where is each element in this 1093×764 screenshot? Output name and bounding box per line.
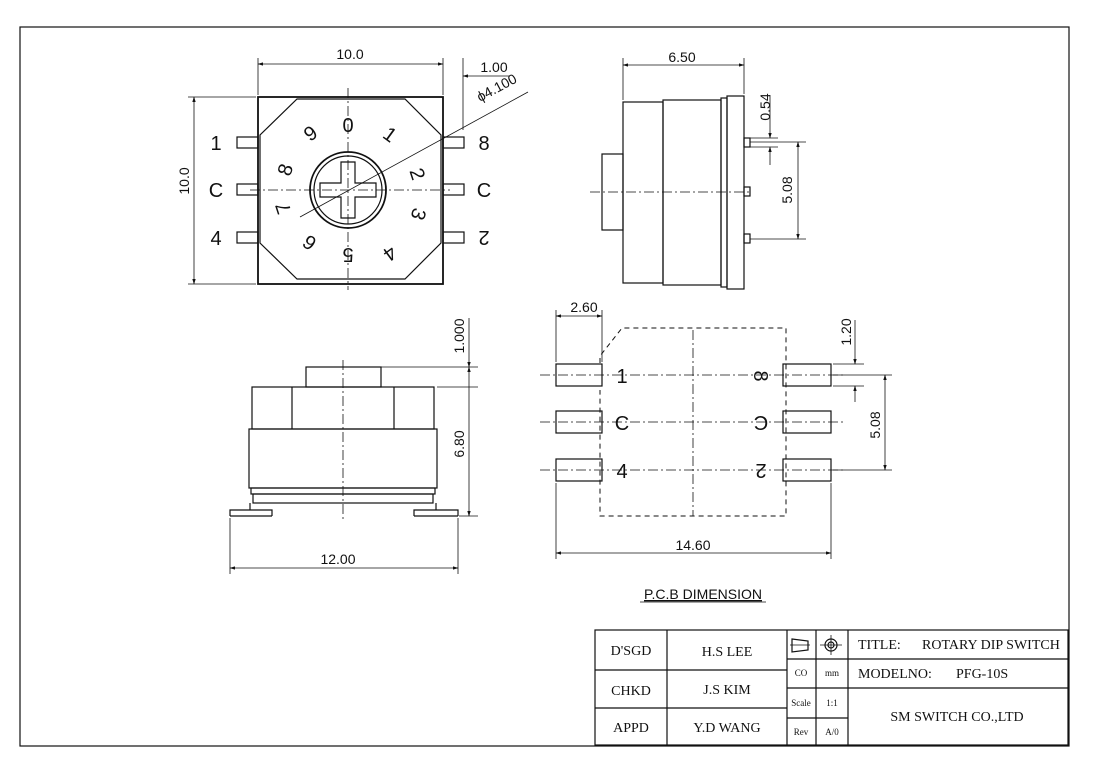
pin-label-right-3: 2: [478, 226, 489, 248]
dim-pcb-width: 14.60: [675, 537, 710, 553]
pin-left-c: [236, 183, 259, 196]
pcb-pad-right-3: [782, 458, 832, 482]
dim-top-offset: 1.00: [480, 59, 507, 75]
dial-number-2: 2: [405, 165, 429, 182]
dial-circle: [309, 151, 387, 229]
dim-side-top: 0.54: [757, 93, 773, 120]
dial-number-5: 5: [342, 243, 353, 265]
dial-cross-slot: [319, 161, 377, 219]
dim-side-width: 6.50: [668, 49, 695, 65]
dim-top-width: 10.0: [336, 46, 363, 62]
pcb-view: 1 C 4 8 C 2 2.60 1.20 5.08 14.60 P.C.B D…: [540, 299, 892, 603]
pcb-label-left-1: 1: [616, 366, 627, 388]
approved-label: APPD: [613, 721, 649, 736]
dial-inner-circle: [313, 155, 383, 225]
designed-name: H.S LEE: [702, 645, 753, 660]
pcb-pad-left-1: [555, 363, 603, 387]
co-value: mm: [825, 668, 839, 678]
dim-top-height: 10.0: [176, 167, 192, 194]
pcb-label-left-3: 4: [616, 461, 627, 483]
scale-label: Scale: [791, 698, 811, 708]
rev-label: Rev: [794, 727, 809, 737]
pin-left-1: [236, 136, 259, 149]
title-block: D'SGD H.S LEE CHKD J.S KIM APPD Y.D WANG…: [594, 629, 1069, 746]
dim-front-width: 12.00: [320, 551, 355, 567]
approved-name: Y.D WANG: [693, 721, 760, 736]
dial-number-6: 6: [299, 230, 321, 254]
pcb-label-right-2: C: [754, 411, 768, 433]
front-view: 1.000 6.80 12.00: [229, 318, 478, 574]
front-lead-left: [229, 509, 273, 516]
scale-value: 1:1: [826, 698, 838, 708]
dia-leader: [299, 91, 529, 218]
dial-number-1: 1: [379, 123, 401, 147]
title-value: ROTARY DIP SWITCH: [922, 638, 1060, 653]
dial-number-9: 9: [300, 122, 322, 146]
side-pin-1: [743, 137, 751, 148]
pcb-pad-left-2: [555, 410, 603, 434]
pin-label-left-3: 4: [210, 228, 221, 250]
model-label: MODELNO:: [858, 667, 932, 682]
pcb-outline: [599, 327, 787, 517]
rev-value: A/0: [825, 727, 839, 737]
side-pin-3: [743, 233, 751, 244]
dim-front-top: 1.000: [451, 318, 467, 353]
front-lead-right: [413, 509, 459, 516]
dial-number-4: 4: [379, 241, 401, 265]
checked-label: CHKD: [611, 684, 651, 699]
dim-front-height: 6.80: [451, 430, 467, 457]
dim-pcb-offset: 2.60: [570, 299, 597, 315]
top-view-octagon: [259, 98, 442, 280]
pcb-caption: P.C.B DIMENSION: [644, 586, 762, 602]
top-view: ϕ4.100 0 1 2 3 4 5 6 7 8 9 1 C 4 8 C 2 1…: [176, 46, 529, 290]
pin-left-4: [236, 231, 259, 244]
projection-cone-icon: [791, 638, 809, 653]
pin-label-left-2: C: [209, 180, 223, 202]
dial-number-0: 0: [342, 115, 353, 137]
pcb-label-right-3: 2: [755, 459, 766, 481]
pcb-label-right-1: 8: [749, 370, 771, 381]
company-name: SM SWITCH CO.,LTD: [890, 710, 1023, 725]
pin-right-2: [442, 231, 465, 244]
co-label: CO: [795, 668, 808, 678]
dial-number-8: 8: [274, 161, 298, 178]
pin-right-8: [442, 136, 465, 149]
pin-label-right-1: 8: [478, 133, 489, 155]
dial-number-7: 7: [272, 199, 296, 216]
dim-side-pitch: 5.08: [779, 176, 795, 203]
side-part-1: [622, 101, 664, 284]
pin-label-left-1: 1: [210, 133, 221, 155]
pcb-pad-right-2: [782, 410, 832, 434]
designed-label: D'SGD: [611, 644, 652, 659]
side-pin-2: [743, 186, 751, 197]
pcb-pad-left-3: [555, 458, 603, 482]
model-value: PFG-10S: [956, 667, 1008, 682]
side-part-3: [720, 97, 728, 288]
dial-number-3: 3: [406, 205, 430, 222]
side-part-2: [662, 99, 722, 286]
pcb-label-left-2: C: [615, 413, 629, 435]
front-knob: [305, 366, 382, 388]
checked-name: J.S KIM: [703, 683, 751, 698]
side-part-4: [726, 95, 745, 290]
dim-dia: ϕ4.100: [474, 70, 520, 104]
side-view: 6.50 0.54 5.08: [590, 49, 806, 290]
pin-label-right-2: C: [477, 180, 491, 202]
dim-pcb-pitch: 5.08: [867, 411, 883, 438]
pin-right-c: [442, 183, 465, 196]
drawing-border: [19, 26, 1070, 747]
pcb-pad-right-1: [782, 363, 832, 387]
title-label: TITLE:: [858, 638, 901, 653]
dim-pcb-pad: 1.20: [838, 318, 854, 345]
